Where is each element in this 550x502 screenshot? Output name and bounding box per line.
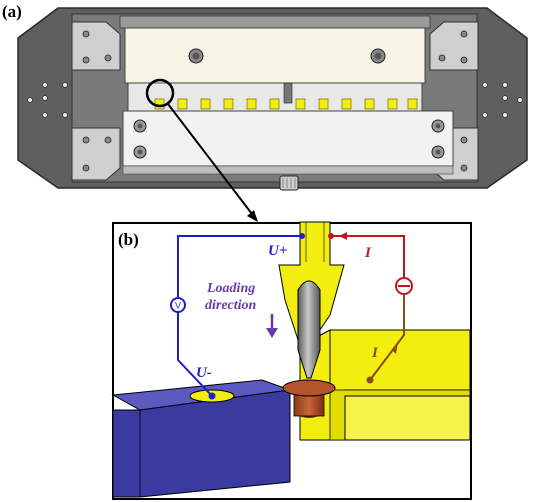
top-slot [119,15,431,29]
adjust-knob [279,175,299,191]
lower-block-bolts [133,119,445,159]
right-conductor-front [344,395,471,441]
zoom-arrow-head [247,210,258,222]
u-minus-label: U- [196,365,212,381]
loading-arrow [266,314,278,338]
panel-b: (b) V [111,221,472,500]
current-circuit [328,232,413,384]
voltage-circuit: V [170,233,305,400]
indenter [297,280,321,379]
zoom-arrow [167,103,253,215]
u-plus-label: U+ [268,243,287,259]
yellow-pins [154,98,418,110]
upper-block-bolts [188,48,386,64]
current-label-lower: I [371,345,379,361]
voltmeter-icon [170,297,186,313]
zoom-circle [145,78,175,108]
contact-disc-top [282,379,336,397]
voltmeter-label: V [175,301,181,311]
loading-label-line2: direction [205,298,257,313]
frame-holes-right [482,82,523,118]
bottom-comb [122,165,454,175]
frame-holes-left [27,82,68,118]
lower-block [122,110,454,167]
current-label-top: I [364,245,372,261]
panel-b-label: (b) [118,230,139,249]
panel-a: (a) [2,2,528,222]
loading-label-line1: Loading [206,281,255,296]
panel-a-label: (a) [2,2,22,21]
center-screw [283,82,293,104]
